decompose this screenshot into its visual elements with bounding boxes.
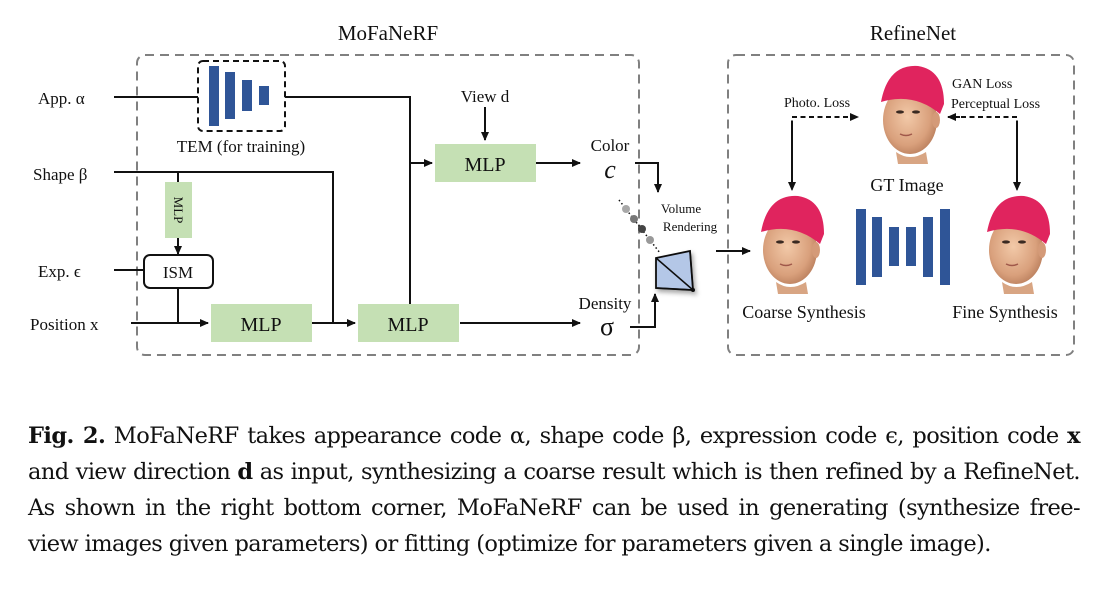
input-shape-label: Shape β [33, 165, 87, 184]
tem-encoder-icon [209, 66, 269, 126]
density-label: Density [579, 294, 632, 313]
mlp-block-color-label: MLP [464, 154, 505, 176]
architecture-diagram: MoFaNeRF RefineNet App. α Shape β Exp. ϵ… [30, 21, 1075, 356]
volume-rendering-label-1: Volume [661, 201, 701, 216]
fine-synthesis-label: Fine Synthesis [952, 302, 1058, 322]
caption-text-2: and view direction [28, 459, 238, 485]
fine-face-image [987, 195, 1050, 294]
figure-caption: Fig. 2. MoFaNeRF takes appearance code α… [28, 418, 1081, 562]
gt-image-label: GT Image [870, 175, 943, 195]
camera-frustum-icon [655, 249, 695, 292]
coarse-face-image [761, 195, 824, 294]
ism-block [143, 254, 214, 289]
mlp-block-1 [211, 304, 312, 342]
input-position-label: Position x [30, 315, 99, 334]
refinenet-box [727, 54, 1075, 356]
gan-loss-label: GAN Loss [952, 77, 1012, 92]
mlp-block-2-label: MLP [387, 314, 428, 336]
ray-samples-icon [618, 199, 661, 254]
color-symbol: c [604, 155, 616, 184]
gt-face-image [881, 65, 944, 164]
photo-loss-label: Photo. Loss [784, 96, 850, 111]
input-app-label: App. α [38, 89, 85, 108]
view-label: View d [461, 87, 510, 106]
caption-text-3: as input, synthesizing a coarse result w… [28, 459, 1081, 557]
mlp-block-1-label: MLP [240, 314, 281, 336]
caption-x: x [1067, 423, 1080, 449]
tem-label: TEM (for training) [177, 137, 305, 156]
input-exp-label: Exp. ϵ [38, 262, 81, 281]
color-label: Color [591, 136, 630, 155]
caption-text-1: MoFaNeRF takes appearance code α, shape … [105, 423, 1068, 449]
mofanerf-box [136, 54, 640, 356]
refinenet-title: RefineNet [870, 21, 956, 45]
mofanerf-title: MoFaNeRF [338, 21, 438, 45]
mlp-block-2 [358, 304, 459, 342]
connection-lines [114, 96, 751, 328]
density-symbol: σ [600, 312, 614, 341]
coarse-synthesis-label: Coarse Synthesis [742, 302, 866, 322]
caption-d: d [237, 459, 253, 485]
loss-arrows [788, 113, 1021, 191]
mlp-block-color [435, 144, 536, 182]
ism-label: ISM [163, 263, 193, 282]
refinenet-unet-icon [856, 209, 950, 285]
volume-rendering-label-2: Rendering [663, 219, 718, 234]
shape-mlp-block [165, 182, 192, 238]
caption-label: Fig. 2. [28, 423, 106, 449]
perceptual-loss-label: Perceptual Loss [951, 97, 1040, 112]
shape-mlp-label: MLP [171, 197, 186, 224]
